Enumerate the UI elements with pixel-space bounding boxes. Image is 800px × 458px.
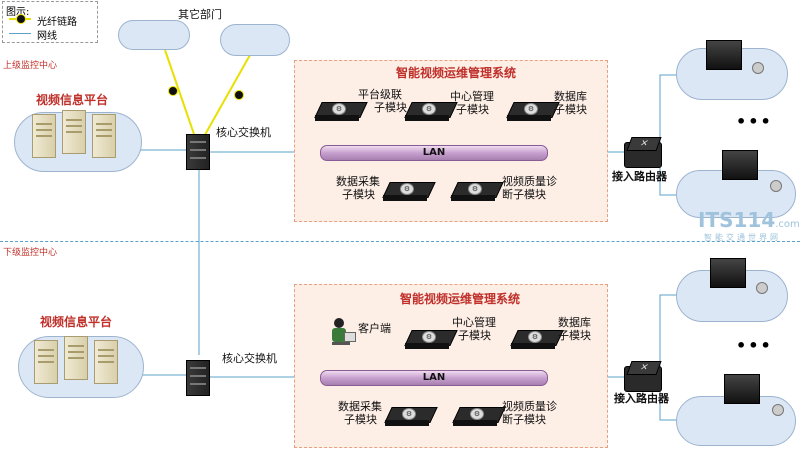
module-label: 中心管理子模块 xyxy=(450,90,494,116)
camera-icon xyxy=(756,282,768,294)
module-label: 数据库子模块 xyxy=(558,316,591,342)
nvr-icon xyxy=(710,258,746,288)
camera-icon xyxy=(772,404,784,416)
server-icon xyxy=(32,114,56,158)
legend-item-label: 光纤链路 xyxy=(37,17,77,28)
server-icon xyxy=(64,336,88,380)
fiber-link-line xyxy=(201,54,251,141)
module-label: 数据采集子模块 xyxy=(336,175,380,201)
access-router-label: 接入路由器 xyxy=(614,392,669,405)
client-user-icon xyxy=(330,318,356,352)
fiber-node-icon xyxy=(234,90,244,100)
nvr-icon xyxy=(706,40,742,70)
database-module-icon: ⚙ xyxy=(510,330,564,350)
client-label: 客户端 xyxy=(358,322,391,335)
legend-item-label: 网线 xyxy=(37,31,57,42)
region-divider xyxy=(0,241,800,242)
camera-icon xyxy=(752,62,764,74)
core-switch-icon xyxy=(186,134,210,170)
server-icon xyxy=(62,110,86,154)
upper-center-label: 上级监控中心 xyxy=(3,61,58,71)
fiber-link-line xyxy=(164,49,197,141)
video-platform-label: 视频信息平台 xyxy=(36,93,109,107)
more-devices-ellipsis: ••• xyxy=(736,112,773,131)
database-module-icon: ⚙ xyxy=(506,102,560,122)
ops-management-zone xyxy=(294,284,608,448)
video-quality-module-icon: ⚙ xyxy=(452,407,506,427)
module-label: 平台级联子模块 xyxy=(358,88,407,114)
module-label: 中心管理子模块 xyxy=(452,316,496,342)
server-icon xyxy=(94,340,118,384)
watermark-tagline: 智能交通世界网 xyxy=(704,233,781,242)
zone-title: 智能视频运维管理系统 xyxy=(396,66,517,80)
server-icon xyxy=(34,340,58,384)
fiber-node-icon xyxy=(16,14,26,24)
network-line xyxy=(659,158,680,196)
network-line xyxy=(659,385,680,421)
lower-center-label: 下级监控中心 xyxy=(3,248,58,258)
core-switch-icon xyxy=(186,360,210,396)
legend: 图示: 光纤链路 网线 xyxy=(2,1,98,43)
network-line xyxy=(659,294,680,370)
other-departments-label: 其它部门 xyxy=(178,8,222,21)
camera-icon xyxy=(770,180,782,192)
network-line-icon xyxy=(9,33,31,34)
module-label: 视频质量诊断子模块 xyxy=(502,400,557,426)
module-label: 数据库子模块 xyxy=(554,90,587,116)
data-collection-module-icon: ⚙ xyxy=(384,407,438,427)
center-management-module-icon: ⚙ xyxy=(404,102,458,122)
data-collection-module-icon: ⚙ xyxy=(382,182,436,202)
department-cloud xyxy=(118,20,190,50)
server-icon xyxy=(92,114,116,158)
nvr-icon xyxy=(724,374,760,404)
network-line xyxy=(659,74,680,145)
core-switch-label: 核心交换机 xyxy=(222,352,277,365)
video-quality-module-icon: ⚙ xyxy=(450,182,504,202)
platform-cascade-module-icon: ⚙ xyxy=(314,102,368,122)
center-management-module-icon: ⚙ xyxy=(404,330,458,350)
lan-bus: LAN xyxy=(320,145,548,161)
more-devices-ellipsis: ••• xyxy=(736,336,773,355)
lan-bus: LAN xyxy=(320,370,548,386)
module-label: 视频质量诊断子模块 xyxy=(502,175,557,201)
module-label: 数据采集子模块 xyxy=(338,400,382,426)
nvr-icon xyxy=(722,150,758,180)
legend-title: 图示: xyxy=(6,7,30,18)
watermark-brand: ITS114.com xyxy=(698,208,800,232)
access-router-icon: ✕ xyxy=(624,361,662,392)
video-platform-label: 视频信息平台 xyxy=(40,315,113,329)
access-router-label: 接入路由器 xyxy=(612,170,667,183)
zone-title: 智能视频运维管理系统 xyxy=(400,292,521,306)
access-router-icon: ✕ xyxy=(624,137,662,168)
fiber-node-icon xyxy=(168,86,178,96)
department-cloud xyxy=(220,24,290,56)
core-switch-label: 核心交换机 xyxy=(216,126,271,139)
